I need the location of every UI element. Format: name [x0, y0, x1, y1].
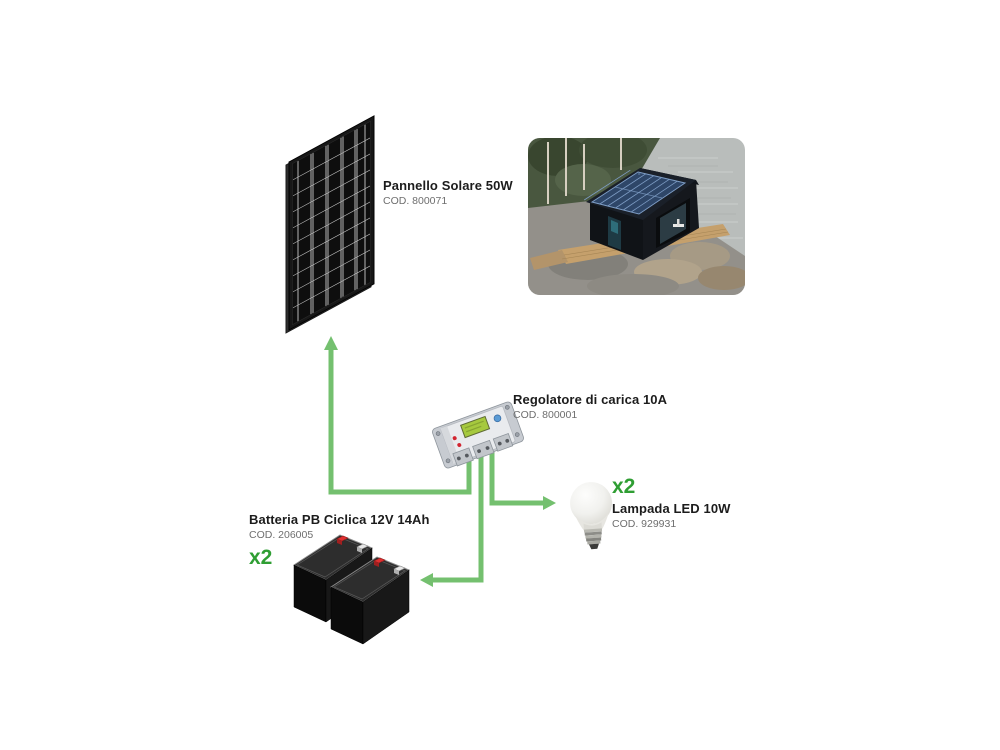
- battery-quantity: x2: [249, 546, 273, 569]
- regulator-code: COD. 800001: [513, 409, 578, 421]
- lamp-title: Lampada LED 10W: [612, 501, 731, 516]
- solar-panel-title: Pannello Solare 50W: [383, 178, 513, 193]
- solar-panel-icon: [285, 115, 375, 334]
- solar-panel-label: Pannello Solare 50W COD. 800071: [383, 178, 513, 208]
- lamp-illustration: [562, 476, 624, 554]
- solar-panel-illustration: [270, 100, 390, 340]
- lamp-code: COD. 929931: [612, 518, 677, 530]
- arrow-right-icon: [543, 496, 556, 510]
- battery-title: Batteria PB Ciclica 12V 14Ah: [249, 512, 430, 527]
- battery-label: Batteria PB Ciclica 12V 14Ah COD. 206005…: [249, 512, 430, 569]
- lamp-quantity: x2: [612, 475, 636, 498]
- lamp-label: x2 Lampada LED 10W COD. 929931: [612, 476, 731, 531]
- battery-code: COD. 206005: [249, 529, 314, 541]
- cabin-photo: [528, 138, 745, 295]
- led-bulb-icon: [570, 482, 613, 550]
- battery-pair-icon: [292, 534, 411, 645]
- regulator-label: Regolatore di carica 10A COD. 800001: [513, 392, 667, 422]
- solar-panel-code: COD. 800071: [383, 195, 448, 207]
- regulator-title: Regolatore di carica 10A: [513, 392, 668, 407]
- battery-illustration: [292, 533, 422, 651]
- cabin-photo-scene: [528, 138, 745, 295]
